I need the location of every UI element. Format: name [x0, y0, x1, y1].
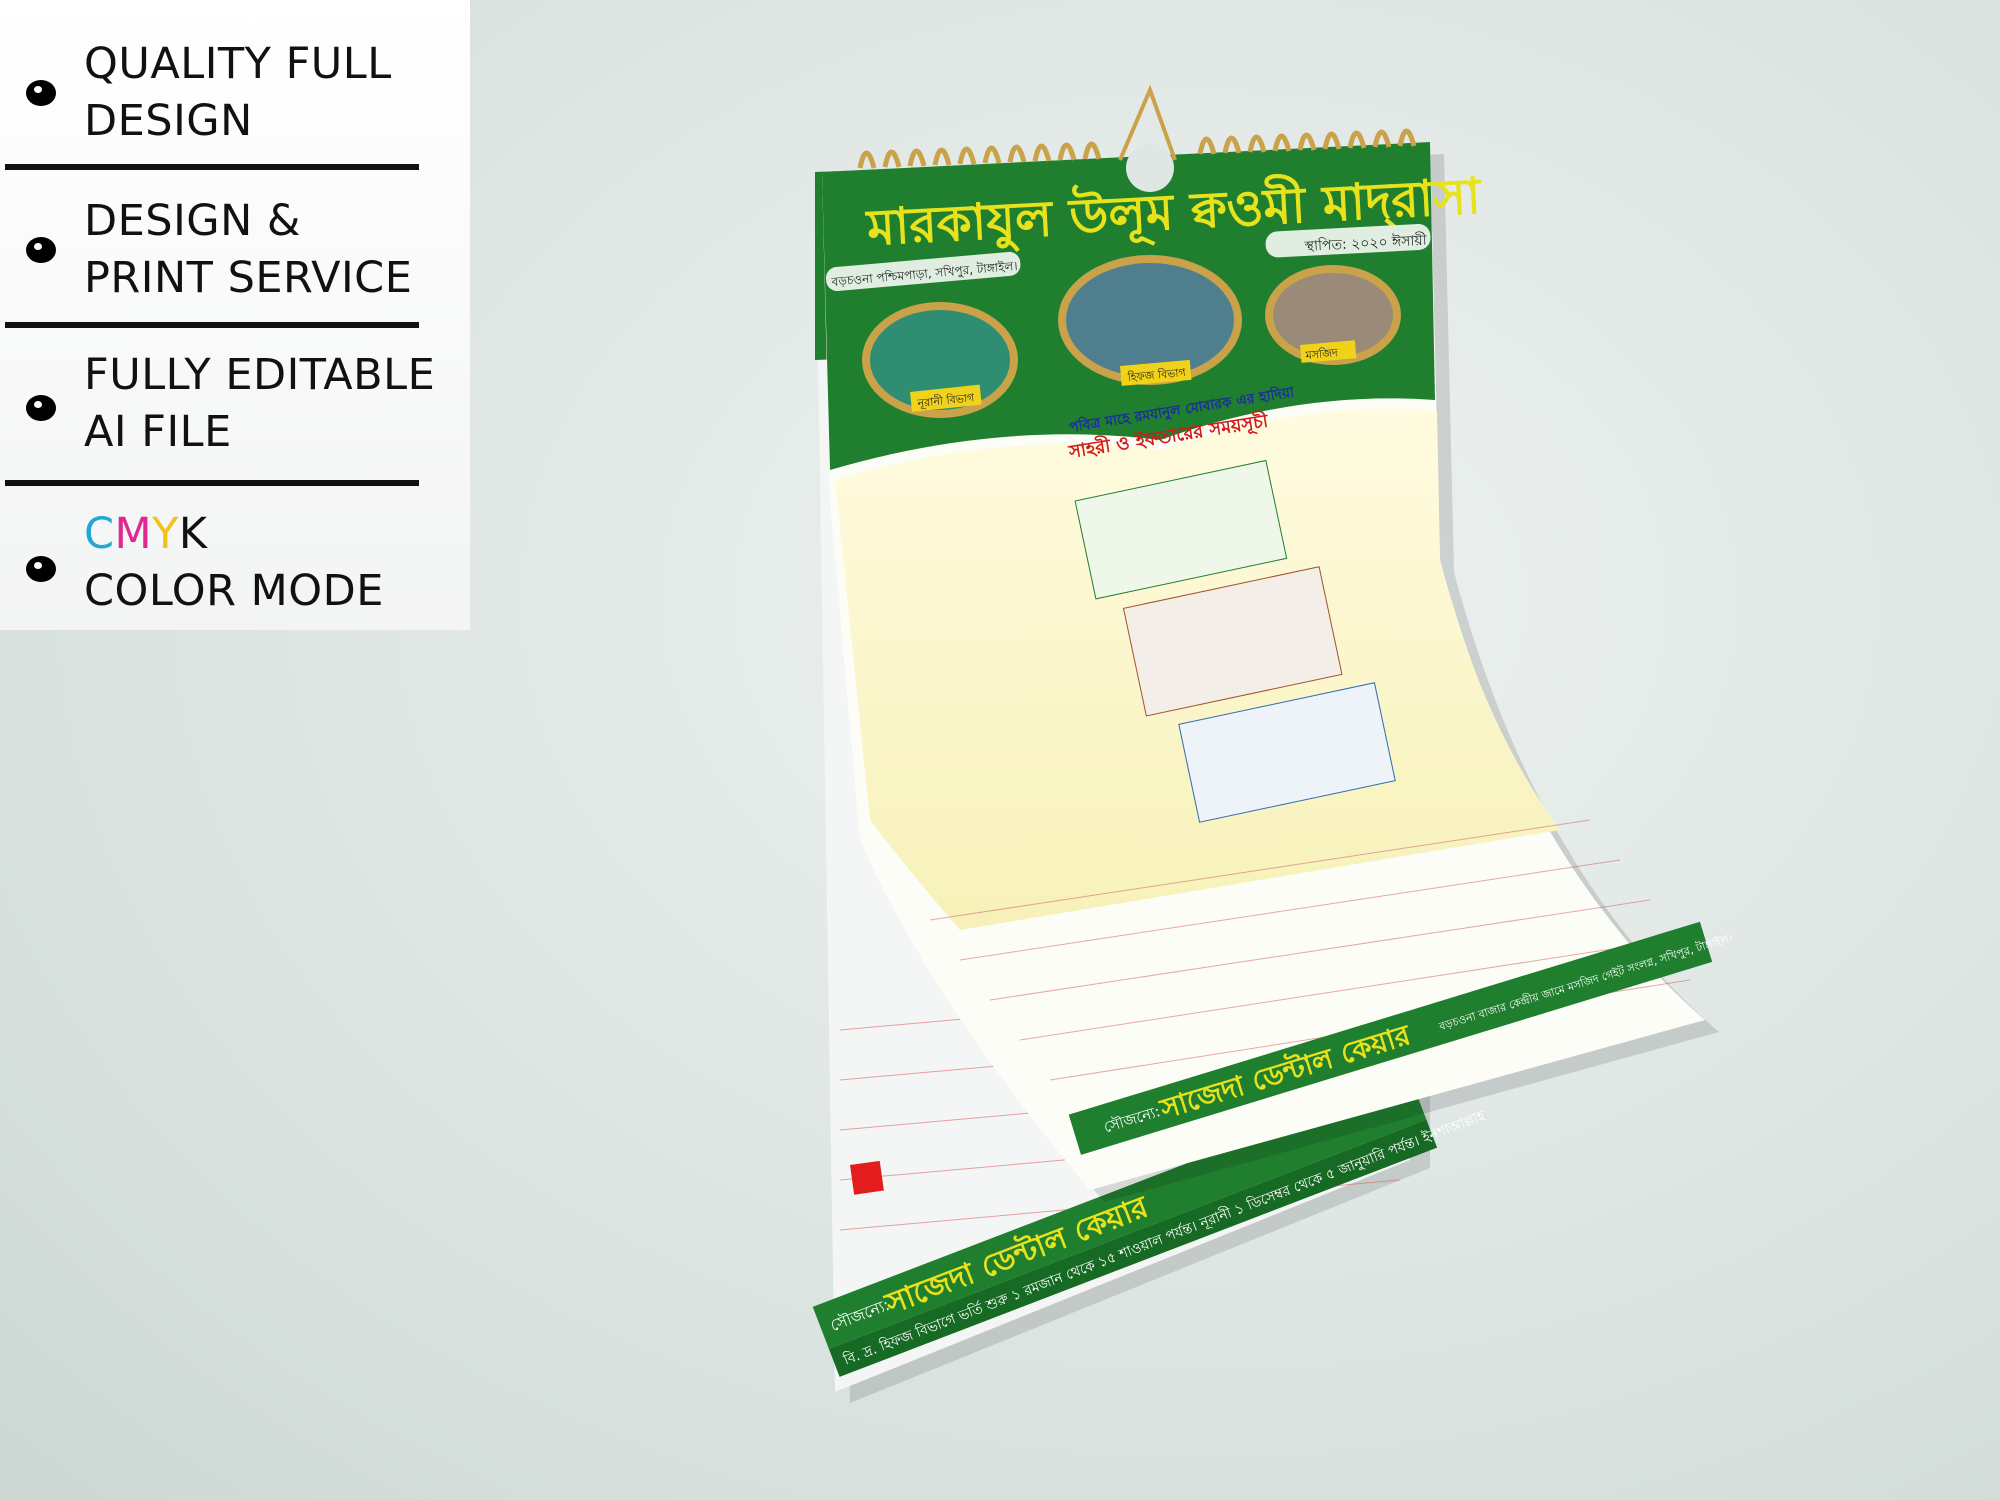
- photo-label: নূরানী বিভাগ: [916, 391, 976, 410]
- photo-label: মসজিদ: [1304, 346, 1338, 362]
- feature-line: AI FILE: [84, 407, 232, 457]
- back-sponsor-band: [812, 1077, 1427, 1349]
- divider: [5, 322, 419, 328]
- hanger-hook: [1118, 84, 1177, 161]
- feature-line: FULLY EDITABLE: [84, 350, 436, 400]
- cmyk-y: Y: [152, 509, 179, 559]
- cmyk-c: C: [84, 509, 115, 559]
- feature-line: QUALITY FULL: [84, 39, 392, 89]
- bullet-icon: [26, 556, 56, 582]
- feature-line: DESIGN &: [84, 196, 301, 246]
- holiday-mark: [850, 1160, 884, 1195]
- established-text: স্থাপিত: ২০২০ ঈসায়ী: [1303, 232, 1428, 255]
- feature-line: PRINT SERVICE: [84, 253, 413, 303]
- cmyk-k: K: [178, 509, 208, 559]
- photo-label: হিফজ বিভাগ: [1126, 366, 1187, 384]
- photo-mosque: মসজিদ: [1265, 265, 1401, 365]
- divider: [5, 480, 419, 486]
- front-sheet: মারকাযুল উলূম ক্বওমী মাদ্‌রাসা স্থাপিত: …: [822, 142, 1734, 1202]
- spiral-binding: [857, 84, 1417, 192]
- photo-hifz: হিফজ বিভাগ: [1058, 255, 1242, 386]
- feature-line: COLOR MODE: [84, 566, 384, 616]
- divider: [5, 164, 419, 170]
- bullet-icon: [26, 395, 56, 421]
- cmyk-label: CMYK: [84, 506, 384, 563]
- cmyk-m: M: [114, 509, 153, 559]
- feature-line: DESIGN: [84, 96, 253, 146]
- features-panel: QUALITY FULL DESIGN DESIGN & PRINT SERVICE…: [0, 0, 470, 630]
- front-sponsor-band: [1068, 921, 1713, 1155]
- bullet-icon: [26, 237, 56, 263]
- photo-nurani: নূরানী বিভাগ: [862, 302, 1018, 418]
- bullet-icon: [26, 80, 56, 106]
- hanger-cutout: [1126, 144, 1174, 192]
- timetable: [1074, 459, 1396, 823]
